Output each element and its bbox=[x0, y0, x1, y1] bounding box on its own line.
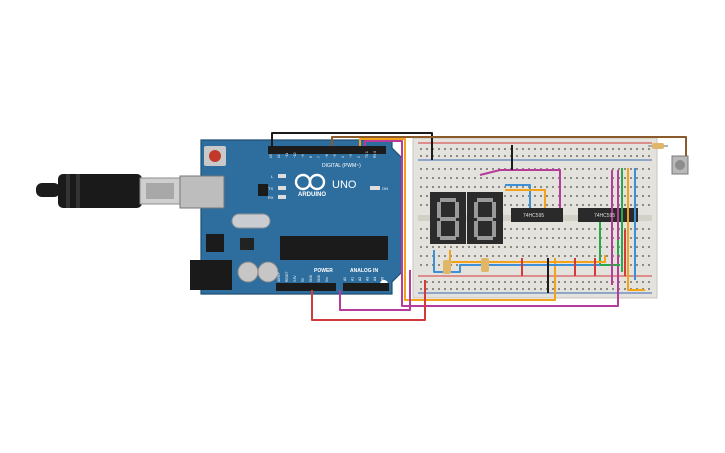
wires bbox=[271, 132, 687, 321]
l-label: L bbox=[271, 174, 274, 179]
resistor bbox=[648, 143, 668, 149]
analog-label: ANALOG IN bbox=[350, 268, 378, 274]
digital-pin-label: ~10 bbox=[293, 152, 297, 158]
analog-pin-label: A4 bbox=[373, 277, 377, 281]
power-pin-label: 3.3V bbox=[293, 275, 297, 282]
digital-pin-label: 8 bbox=[309, 156, 313, 158]
digital-pin-label: ~11 bbox=[285, 153, 289, 158]
power-pin-label: IOREF bbox=[277, 272, 281, 282]
digital-header bbox=[268, 146, 386, 154]
power-pin-label: 5V bbox=[301, 277, 305, 282]
digital-pin-label: ~6 bbox=[325, 154, 329, 158]
on-label: ON bbox=[382, 186, 388, 191]
power-pin-label: GND bbox=[309, 274, 313, 282]
jumper-wire bbox=[433, 250, 600, 273]
arduino-logo-icon bbox=[294, 173, 326, 191]
digital-pin-label: RX 0 bbox=[373, 151, 377, 158]
chip-1-label: 74HC595 bbox=[523, 213, 544, 219]
digital-pin-label: 13 bbox=[269, 154, 273, 158]
jumper-wire bbox=[359, 138, 556, 301]
power-header bbox=[276, 283, 336, 291]
power-pin-label: Vin bbox=[325, 277, 329, 282]
jumper-wire bbox=[364, 140, 619, 307]
usb-cable bbox=[36, 174, 181, 208]
led-rx-icon bbox=[278, 195, 286, 199]
rx-label: RX bbox=[268, 195, 274, 200]
power-label: POWER bbox=[314, 268, 333, 274]
jumper-wire bbox=[479, 169, 561, 208]
push-button[interactable] bbox=[671, 155, 689, 175]
analog-pin-label: A5 bbox=[381, 277, 385, 281]
digital-pin-label: ~9 bbox=[301, 154, 305, 158]
digital-pin-label: TX 1 bbox=[365, 151, 369, 158]
analog-pin-label: A0 bbox=[343, 277, 347, 281]
jumper-wire bbox=[331, 136, 687, 156]
digital-pin-label: ~5 bbox=[333, 154, 337, 158]
pin-labels: 13 12 ~11 ~10 ~9 8 7 ~6 ~5 4 ~3 2 TX 1 RX 0 IOREF RESET… bbox=[269, 151, 385, 282]
jumper-wire bbox=[449, 250, 606, 263]
analog-pin-label: A3 bbox=[366, 277, 370, 281]
digital-pin-label: ~3 bbox=[349, 154, 353, 158]
arduino-board bbox=[179, 139, 403, 295]
power-pin-label: RESET bbox=[285, 271, 289, 282]
jumper-wire bbox=[339, 270, 411, 311]
tx-label: TX bbox=[268, 186, 273, 191]
seven-segment-display-1 bbox=[430, 192, 466, 244]
jumper-wire bbox=[505, 189, 546, 208]
led-l-icon bbox=[278, 174, 286, 178]
analog-header bbox=[343, 283, 389, 291]
jumper-wire bbox=[311, 280, 426, 321]
atmega-chip bbox=[280, 236, 388, 260]
seven-segment-display-2 bbox=[467, 192, 503, 244]
arduino-logo-text: ARDUINO bbox=[298, 192, 326, 198]
digital-pin-label: 2 bbox=[357, 156, 361, 158]
power-pin-label: GND bbox=[317, 274, 321, 282]
led-tx-icon bbox=[278, 186, 286, 190]
arduino-model-label: UNO bbox=[332, 179, 357, 191]
digital-pin-label: 12 bbox=[277, 154, 281, 158]
jumper-wire bbox=[505, 184, 531, 208]
digital-pin-label: 7 bbox=[317, 156, 321, 158]
analog-pin-label: A2 bbox=[358, 277, 362, 281]
led-on-icon bbox=[370, 186, 380, 190]
jumper-wire bbox=[271, 132, 433, 160]
chip-2-label: 74HC595 bbox=[594, 213, 615, 219]
jumper-wire bbox=[627, 168, 645, 291]
digital-pin-label: 4 bbox=[341, 156, 345, 158]
current-limit-resistors bbox=[443, 258, 489, 274]
shift-register-chip-1 bbox=[511, 208, 563, 222]
board-labels: ARDUINO UNO DIGITAL (PWM~) POWER ANALOG … bbox=[268, 163, 615, 274]
analog-pin-label: A1 bbox=[351, 277, 355, 281]
digital-label: DIGITAL (PWM~) bbox=[322, 163, 361, 169]
